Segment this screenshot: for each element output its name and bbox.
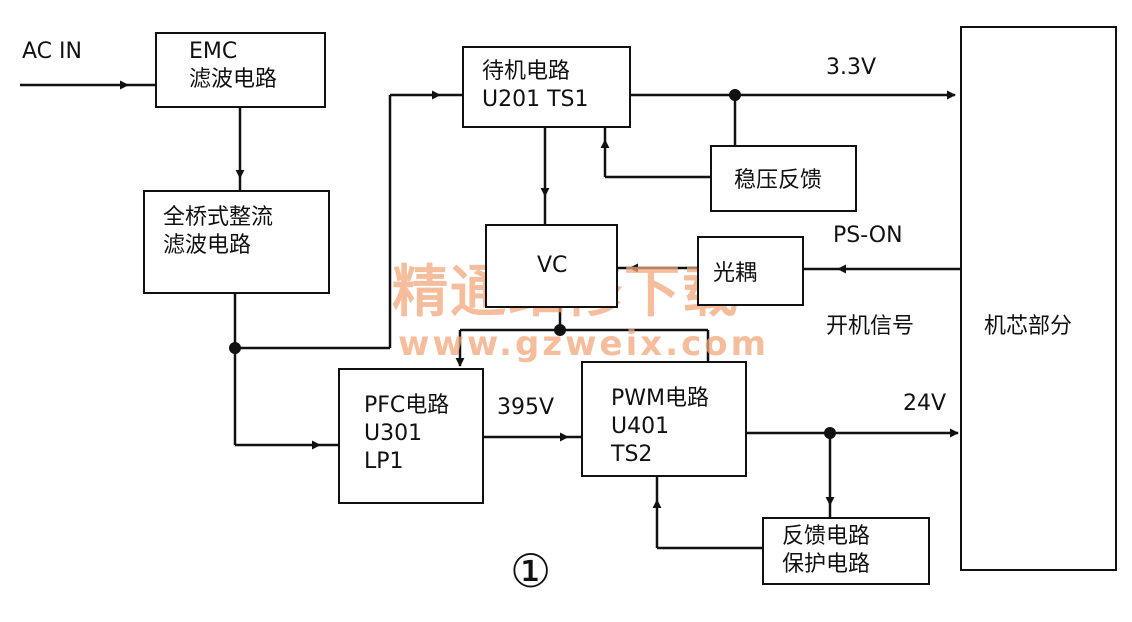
bridge-rectifier-block: 全桥式整流 滤波电路 (143, 190, 330, 294)
block-label: PWM电路 (611, 386, 710, 411)
block-label: U201 TS1 (482, 87, 589, 112)
ps-on-label: PS-ON (833, 223, 903, 248)
ac-in-label: AC IN (22, 39, 82, 64)
power-on-signal-label: 开机信号 (826, 314, 915, 339)
watermark-url: www.gzweix.com (398, 324, 770, 364)
block-label: 稳压反馈 (734, 168, 823, 193)
regulation-feedback-block: 稳压反馈 (710, 145, 857, 212)
block-label: LP1 (364, 449, 404, 474)
vc-block: VC (485, 224, 618, 308)
block-label: EMC (189, 39, 238, 64)
block-label: 全桥式整流 (163, 205, 274, 230)
figure-number: ① (510, 544, 552, 598)
junction-dot (554, 324, 566, 336)
optocoupler-block: 光耦 (697, 236, 804, 306)
junction-dot (729, 89, 741, 101)
voltage-24v-label: 24V (903, 391, 947, 416)
block-label: 光耦 (713, 261, 758, 286)
block-label: VC (537, 253, 568, 278)
standby-circuit-block: 待机电路 U201 TS1 (462, 46, 631, 128)
pfc-circuit-block: PFC电路 U301 LP1 (338, 368, 484, 504)
block-label: 滤波电路 (163, 233, 252, 258)
block-label: 待机电路 (482, 59, 571, 84)
block-label: TS2 (611, 442, 653, 467)
voltage-33v-label: 3.3V (826, 55, 877, 80)
pwm-circuit-block: PWM电路 U401 TS2 (581, 361, 747, 477)
voltage-395v-label: 395V (497, 395, 555, 420)
junction-dot (229, 342, 241, 354)
block-label: U401 (611, 414, 670, 439)
block-label: 滤波电路 (189, 67, 278, 92)
block-label: 反馈电路 (782, 524, 871, 549)
block-label: U301 (364, 421, 423, 446)
mainboard-block: 机芯部分 (960, 26, 1117, 571)
junction-dot (824, 427, 836, 439)
block-label: PFC电路 (364, 393, 450, 418)
block-label: 保护电路 (782, 552, 871, 577)
emc-filter-block: EMC 滤波电路 (155, 32, 326, 108)
block-label: 机芯部分 (984, 314, 1073, 339)
feedback-protection-block: 反馈电路 保护电路 (762, 517, 930, 585)
